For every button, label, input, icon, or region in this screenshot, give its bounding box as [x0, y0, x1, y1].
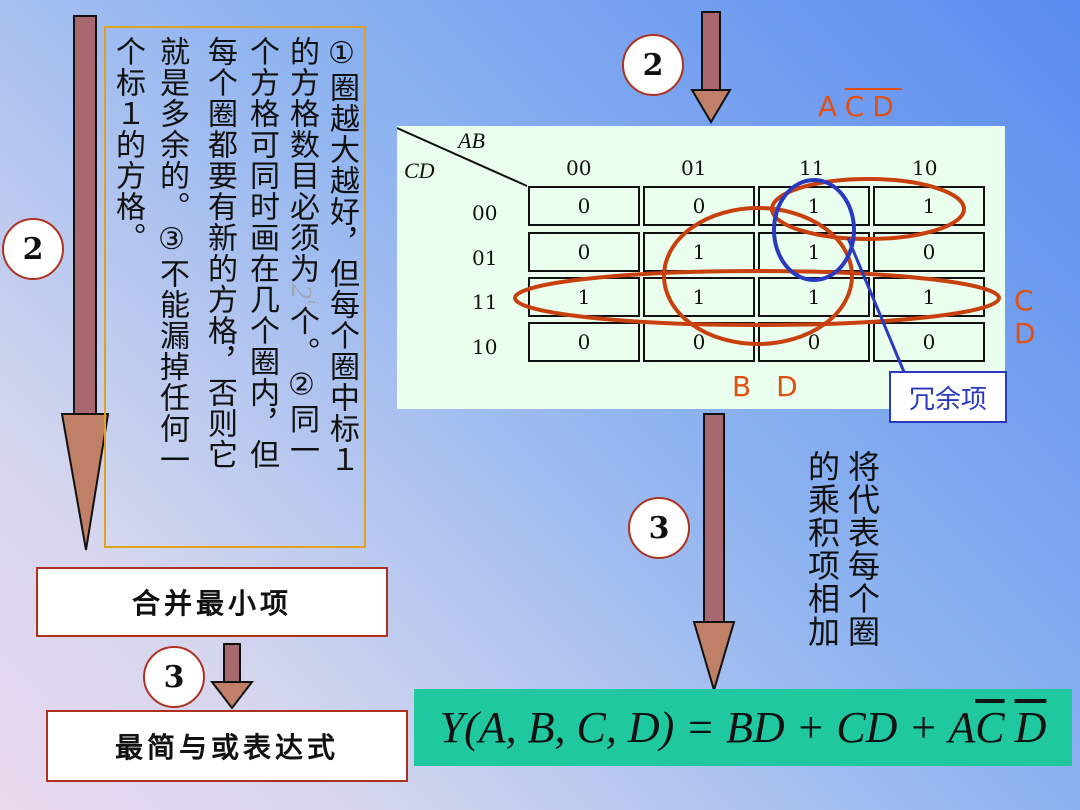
small-down-arrow — [210, 643, 254, 710]
formula-arrow — [692, 413, 736, 692]
rules-col-1: ①圈越大越好，但每个圈中标１ — [324, 36, 359, 475]
kmap-corner-cd: CD — [404, 158, 435, 183]
redundant-pointer — [846, 237, 906, 373]
rules-col-6: 个标１的方格。 — [110, 36, 145, 253]
kmap-col-header: 10 — [912, 156, 938, 180]
kmap-cell: 0 — [528, 186, 640, 226]
formula-c-bar: C — [975, 703, 1005, 752]
rules-col-2-b: 个。②同一 — [284, 305, 319, 466]
redundant-term-label: 冗余项 — [889, 371, 1007, 423]
kmap-cell: 1 — [643, 277, 755, 317]
kmap-cell: 0 — [873, 322, 985, 362]
step-badge-left-2: 2 — [2, 218, 64, 280]
instruction-col-1: 将代表每个圈 — [843, 450, 881, 648]
kmap-row-header: 10 — [472, 335, 498, 359]
kmap-input-arrow — [690, 11, 732, 124]
step-badge-right-2: 2 — [622, 34, 684, 96]
power-of-two: 2i — [285, 284, 321, 306]
kmap-row-header: 01 — [472, 246, 498, 270]
formula-d-bar: D — [1014, 703, 1047, 752]
kmap-col-header: 01 — [681, 156, 707, 180]
loop-redundant — [772, 178, 856, 282]
kmap-cell: 1 — [758, 186, 870, 226]
loop-cd — [513, 269, 1001, 327]
kmap-corner-ab: AB — [458, 128, 485, 153]
rules-col-2: 的方格数目必须为2i个。②同一 — [282, 36, 331, 465]
kmap-cell: 0 — [528, 232, 640, 272]
rules-box — [104, 26, 366, 548]
rules-col-4: 每个圈都要有新的方格，否则它 — [202, 36, 237, 470]
left-flow-arrow — [60, 15, 110, 551]
kmap-row-header: 11 — [472, 290, 498, 314]
kmap-cell: 0 — [528, 322, 640, 362]
rules-col-5: 就是多余的。③不能漏掉任何一 — [154, 36, 189, 475]
rules-col-2-a: 的方格数目必须为 — [284, 36, 319, 284]
kmap-col-header: 00 — [566, 156, 592, 180]
term-label-bd: B D — [732, 370, 806, 403]
step-badge-right-3: 3 — [628, 497, 690, 559]
step-badge-left-3: 3 — [143, 646, 205, 708]
term-label-cd: C D — [1014, 284, 1042, 350]
loop-acd — [770, 177, 966, 241]
simplest-sop-box: 最简与或表达式 — [46, 710, 408, 782]
kmap-corner-diagonal — [397, 127, 528, 187]
kmap-row-header: 00 — [472, 201, 498, 225]
merge-minterms-box: 合并最小项 — [36, 567, 388, 637]
instruction-col-2: 的乘积项相加 — [803, 450, 841, 648]
kmap-col-header: 11 — [799, 156, 825, 180]
formula-lhs: Y(A, B, C, D) = BD + CD + A — [439, 703, 976, 752]
term-label-acd: ACD — [818, 90, 902, 123]
rules-col-3: 个方格可同时画在几个圈内，但 — [244, 36, 279, 470]
loop-bd — [662, 206, 854, 346]
